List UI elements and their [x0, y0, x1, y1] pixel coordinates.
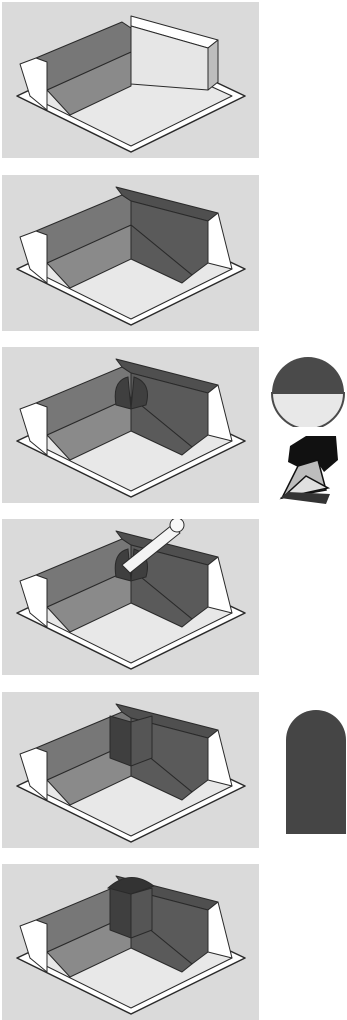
circle-face-icon — [270, 357, 346, 427]
step-5-panel — [2, 692, 259, 848]
step-2-drawing — [16, 186, 246, 326]
column-shape — [286, 710, 346, 834]
pushpull-fan-base — [280, 492, 330, 504]
right-wall-end — [207, 384, 233, 442]
left-wall-end — [19, 919, 48, 973]
pushpull-arrow-block — [288, 436, 338, 472]
pushpull-handle — [121, 524, 181, 574]
right-wall-end — [207, 901, 233, 959]
step-5-drawing — [16, 703, 246, 843]
right-wall — [130, 372, 209, 448]
column-right-face — [130, 715, 153, 767]
left-wall-end — [19, 574, 48, 628]
dome-right — [130, 376, 148, 410]
step-1-drawing — [16, 15, 246, 153]
right-wall — [130, 200, 209, 276]
step-1-panel — [2, 2, 259, 158]
column-cap — [106, 877, 156, 895]
right-wall-end — [207, 212, 233, 270]
column-right-face — [130, 887, 153, 939]
right-wall-lower — [130, 396, 193, 456]
step-4-drawing — [16, 519, 246, 670]
dome-left — [114, 376, 132, 410]
step-4-panel — [2, 519, 259, 675]
left-wall-end — [19, 230, 48, 284]
left-wall-end — [19, 57, 48, 111]
column-left-face — [109, 887, 132, 939]
step-6-panel — [2, 864, 259, 1020]
right-wall-lower — [130, 224, 193, 284]
column-left-face — [109, 715, 132, 767]
circle-top-half — [272, 357, 344, 393]
right-wall-end — [207, 729, 233, 787]
left-wall-end — [19, 747, 48, 801]
right-block-end — [207, 39, 219, 91]
rounded-column-icon — [286, 710, 346, 834]
circle-bottom-half — [270, 392, 346, 427]
right-wall-end — [207, 556, 233, 614]
step-3-drawing — [16, 358, 246, 498]
pushpull-knob — [169, 519, 185, 533]
step-3-panel — [2, 347, 259, 503]
right-wall-lower — [130, 568, 193, 628]
step-6-drawing — [16, 875, 246, 1015]
step-2-panel — [2, 175, 259, 331]
left-wall-end — [19, 402, 48, 456]
pushpull-tool-icon — [279, 436, 338, 504]
